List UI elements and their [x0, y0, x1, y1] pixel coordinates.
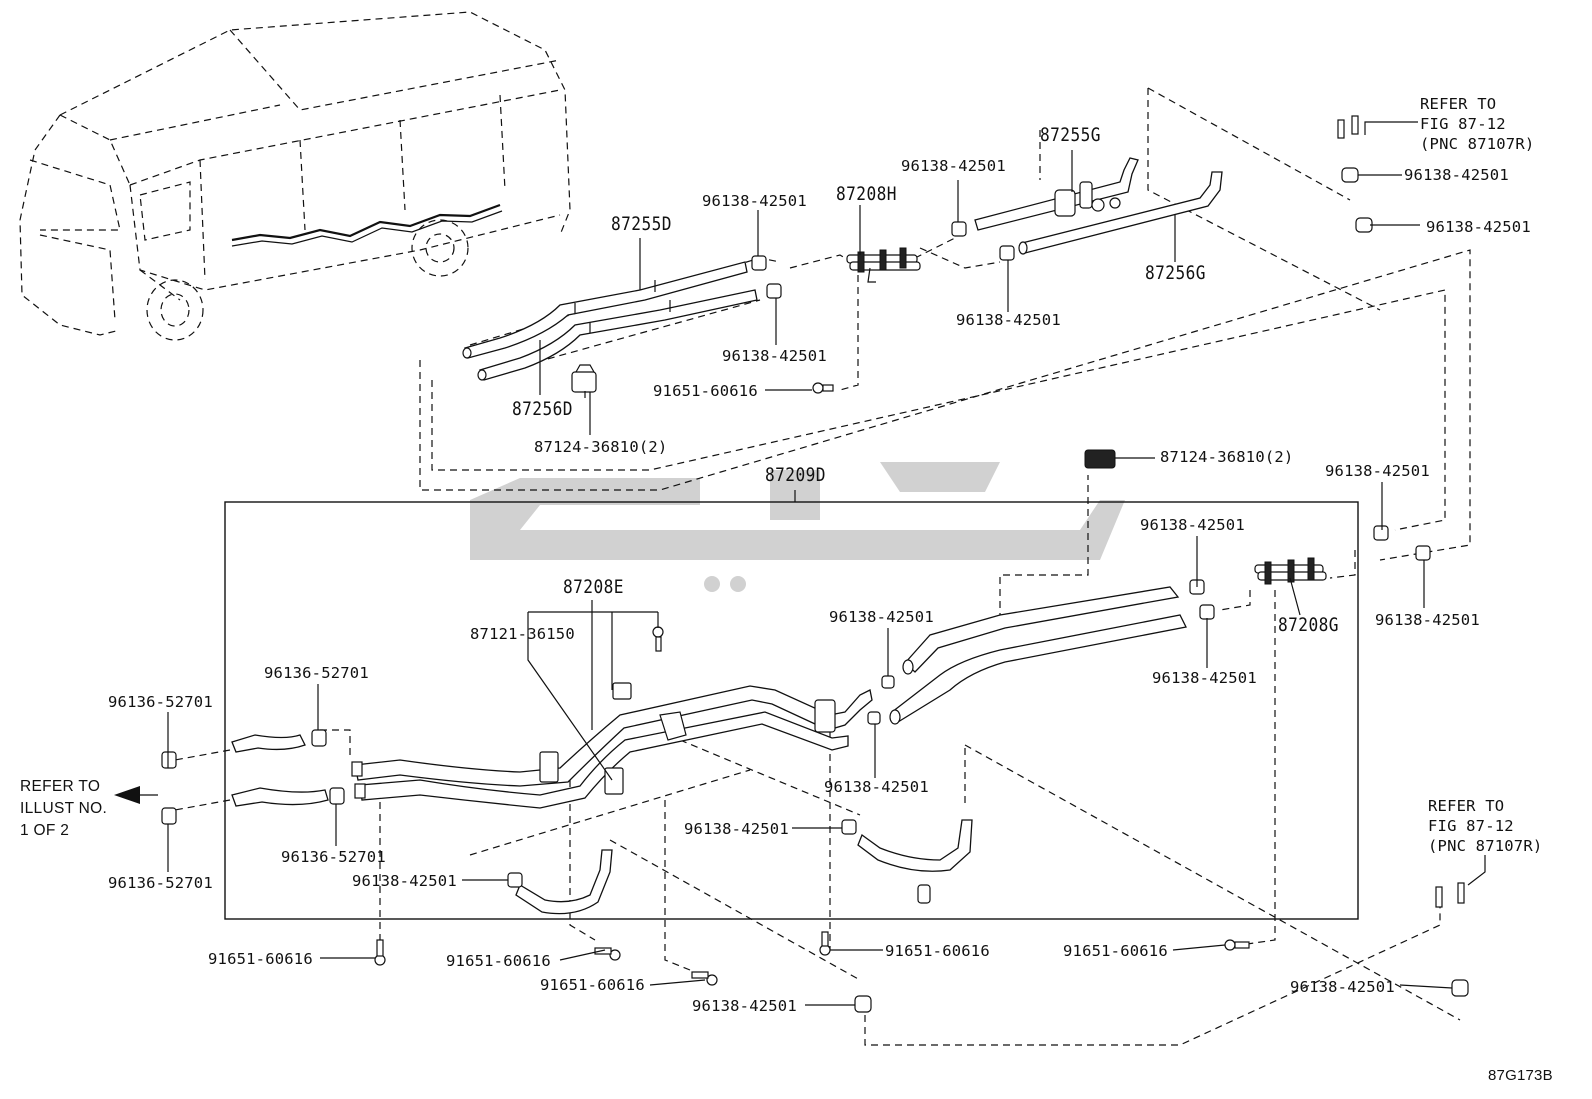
callout-clamp-16: 96138-42501 [1290, 978, 1395, 996]
refer-fig-top: REFER TO FIG 87-12 (PNC 87107R) [1420, 94, 1534, 154]
upper-right-pipes [974, 157, 1223, 255]
callout-87256G: 87256G [1145, 262, 1206, 284]
upper-left-hoses [462, 261, 758, 398]
callout-clamp-4: 96138-42501 [956, 311, 1061, 329]
joint-87208G [1254, 557, 1327, 585]
callout-87255D: 87255D [611, 213, 672, 235]
callout-87256D: 87256D [512, 398, 573, 420]
refer-fig-bottom-line1: REFER TO [1428, 797, 1505, 815]
callout-clamp-9: 96138-42501 [1375, 611, 1480, 629]
refer-illust-line2: ILLUST NO. [20, 800, 108, 817]
callout-clamp-13: 96138-42501 [684, 820, 789, 838]
dashed-routing-lines [174, 87, 1471, 1046]
refer-fig-bottom-line2: FIG 87-12 [1428, 817, 1514, 835]
callout-clamp-12: 96138-42501 [824, 778, 929, 796]
diagram-code: 87G173B [1488, 1067, 1553, 1084]
refer-fig-bottom: REFER TO FIG 87-12 (PNC 87107R) [1428, 796, 1542, 856]
callout-87208G: 87208G [1278, 614, 1339, 636]
callout-bolt-1: 91651-60616 [653, 382, 758, 400]
callout-clamp-6: 96138-42501 [1426, 218, 1531, 236]
callout-hose-clamp-2: 96136-52701 [108, 693, 213, 711]
leader-lines [114, 121, 1486, 1006]
callout-87255G: 87255G [1040, 124, 1101, 146]
callout-clamp-11: 96138-42501 [829, 608, 934, 626]
callout-clamp-3: 96138-42501 [722, 347, 827, 365]
callout-bolt-3: 91651-60616 [446, 952, 551, 970]
assembly-box-87209D [224, 501, 1359, 920]
clamps [161, 115, 1469, 1013]
callout-clamp-14: 96138-42501 [352, 872, 457, 890]
callout-clamp-2: 96138-42501 [901, 157, 1006, 175]
refer-fig-top-line1: REFER TO [1420, 95, 1497, 113]
callout-clamp-1: 96138-42501 [702, 192, 807, 210]
callout-87121-36150: 87121-36150 [470, 625, 575, 643]
callout-hose-clamp-4: 96136-52701 [108, 874, 213, 892]
refer-fig-bottom-line3: (PNC 87107R) [1428, 837, 1543, 855]
callout-hose-clamp-3: 96136-52701 [281, 848, 386, 866]
lower-assembly-pipes [231, 586, 1187, 915]
callout-87124-36810-top: 87124-36810(2) [534, 438, 668, 456]
refer-fig-top-line2: FIG 87-12 [1420, 115, 1506, 133]
callout-clamp-10: 96138-42501 [1152, 669, 1257, 687]
callout-bolt-6: 91651-60616 [1063, 942, 1168, 960]
callout-clamp-5: 96138-42501 [1404, 166, 1509, 184]
callout-bolt-2: 91651-60616 [208, 950, 313, 968]
refer-illust-line3: 1 OF 2 [20, 822, 70, 839]
refer-illust: REFER TO ILLUST NO. 1 OF 2 [20, 776, 107, 842]
callout-hose-clamp-1: 96136-52701 [264, 664, 369, 682]
callout-87124-36810-mid: 87124-36810(2) [1160, 448, 1294, 466]
callout-clamp-8: 96138-42501 [1140, 516, 1245, 534]
callout-87208H: 87208H [836, 183, 897, 205]
refer-fig-top-line3: (PNC 87107R) [1420, 135, 1535, 153]
callout-87209D: 87209D [765, 464, 826, 486]
callout-87208E: 87208E [563, 576, 624, 598]
callout-clamp-7: 96138-42501 [1325, 462, 1430, 480]
callout-bolt-5: 91651-60616 [885, 942, 990, 960]
joint-87208H [846, 247, 921, 283]
callout-bolt-4: 91651-60616 [540, 976, 645, 994]
callout-clamp-15: 96138-42501 [692, 997, 797, 1015]
refer-illust-line1: REFER TO [20, 778, 101, 795]
bus-illustration [19, 11, 571, 341]
